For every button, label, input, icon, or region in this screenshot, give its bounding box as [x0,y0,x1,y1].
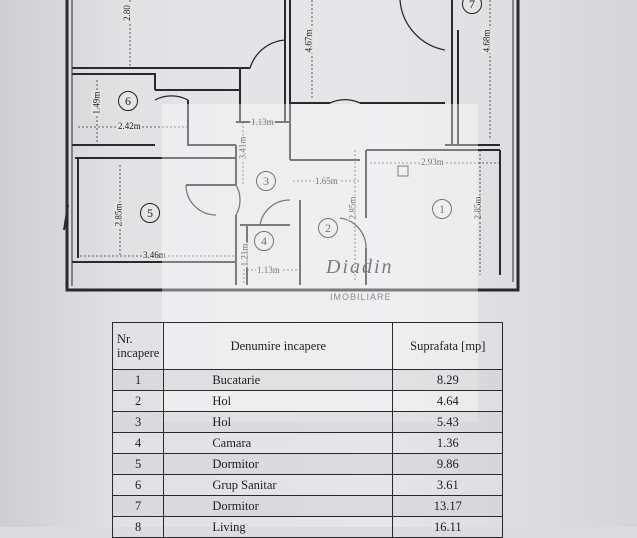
dimension-label: 2.42m [117,121,142,131]
cell-name: Living [163,516,394,538]
table-row: 4 Camara 1.36 [111,432,504,454]
cell-name: Hol [163,390,394,412]
cell-area: 16.11 [392,516,504,538]
dimension-label: 2.85m [472,195,483,221]
room-number-badge: 3 [256,171,276,191]
table-header-row: Nr.incapere Denumire incapere Suprafata … [111,322,504,370]
cell-name: Bucatarie [163,369,394,391]
table-row: 8 Living 16.11 [111,516,504,538]
dimension-label: 2.93m [420,157,445,167]
dimension-label: 3.46m [142,250,167,260]
dimension-label: 2.85m [113,202,124,228]
table-row: 2 Hol 4.64 [111,390,504,412]
cell-nr: 5 [111,453,165,475]
cell-name: Dormitor [163,453,394,475]
header-name: Denumire incapere [163,322,394,370]
header-area: Suprafata [mp] [392,322,504,370]
room-number-badge: 7 [462,0,482,14]
cell-nr: 8 [111,516,165,538]
dimension-label: 4.67m [303,28,314,54]
dimension-label: 3.41m [237,135,248,161]
dimension-label: 1.13m [256,265,281,275]
room-number-badge: 1 [432,199,452,219]
cell-name: Hol [163,411,394,433]
cell-nr: 2 [111,390,165,412]
cell-nr: 3 [111,411,165,433]
dimension-label: 4.68m [481,28,492,54]
watermark-logo-script: Diadin [326,256,394,278]
room-number-badge: 2 [318,218,338,238]
cell-area: 13.17 [392,495,504,517]
room-number-badge: 6 [118,91,138,111]
dimension-label: 1.13m [250,117,275,127]
floor-plan-drawing [63,0,520,292]
cell-area: 5.43 [392,411,504,433]
dimension-label: 1.49m [91,90,102,116]
cell-area: 4.64 [392,390,504,412]
cell-name: Grup Sanitar [163,474,394,496]
cell-area: 3.61 [392,474,504,496]
table-row: 5 Dormitor 9.86 [111,453,504,475]
cell-name: Camara [163,432,394,454]
cell-nr: 1 [111,369,165,391]
cell-nr: 7 [111,495,165,517]
cell-area: 1.36 [392,432,504,454]
rooms-area-table: Nr.incapere Denumire incapere Suprafata … [111,322,504,538]
header-nr: Nr.incapere [111,322,165,370]
room-number-badge: 4 [254,231,274,251]
cell-name: Dormitor [163,495,394,517]
table-row: 1 Bucatarie 8.29 [111,369,504,391]
dimension-label: 2.80 [121,4,132,22]
dimension-label: 2.85m [347,195,358,221]
watermark-subtitle: IMOBILIARE [330,292,392,302]
dimension-label: 1.65m [314,176,339,186]
cell-nr: 4 [111,432,165,454]
cell-nr: 6 [111,474,165,496]
cell-area: 9.86 [392,453,504,475]
dimension-label: 1.21m [239,242,250,268]
table-row: 7 Dormitor 13.17 [111,495,504,517]
cell-area: 8.29 [392,369,504,391]
room-number-badge: 5 [140,203,160,223]
table-row: 3 Hol 5.43 [111,411,504,433]
table-row: 6 Grup Sanitar 3.61 [111,474,504,496]
